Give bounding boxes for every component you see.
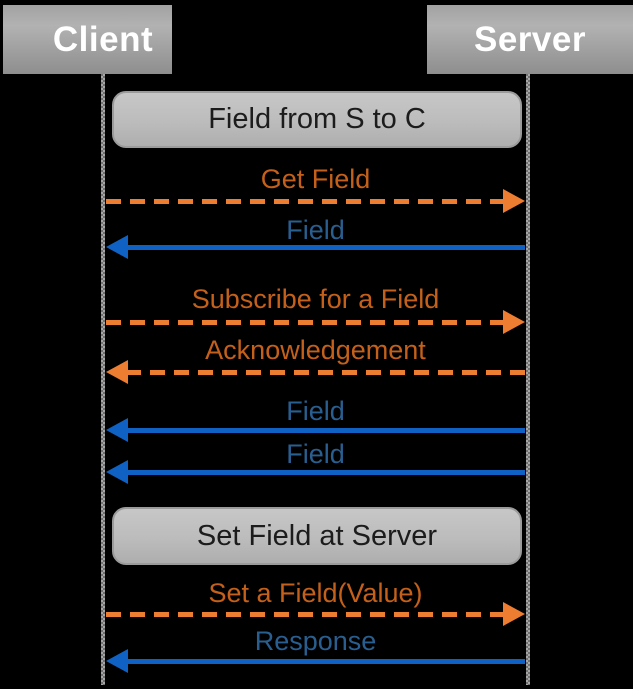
actor-box-server: Server [427,5,633,74]
actor-server-label: Server [474,19,586,59]
note-field-from-s-to-c: Field from S to C [112,91,522,148]
arrowhead-right-icon [503,189,525,213]
message-label-get-field: Get Field [260,164,371,194]
message-label-field-3: Field [286,439,345,469]
message-label-field-1: Field [286,215,345,245]
arrow-subscribe [106,310,525,334]
message-label-response: Response [254,626,377,656]
client-lifeline [101,74,105,685]
arrow-line [106,320,507,325]
arrow-line [124,659,525,664]
arrowhead-left-icon [106,649,128,673]
message-label-set-a-field: Set a Field(Value) [208,578,423,608]
arrow-set-a-field [106,602,525,626]
arrowhead-left-icon [106,460,128,484]
arrow-line [124,370,525,375]
arrow-response [106,649,525,673]
actor-client-label: Client [52,19,154,59]
arrow-get-field [106,189,525,213]
arrow-line [124,245,525,250]
arrow-line [124,470,525,475]
arrow-field-1 [106,235,525,259]
message-label-acknowledgement: Acknowledgement [205,335,426,365]
message-label-subscribe: Subscribe for a Field [191,284,440,314]
note-text: Set Field at Server [196,519,438,552]
message-label-field-2: Field [286,396,345,426]
arrowhead-right-icon [503,602,525,626]
arrow-acknowledgement [106,360,525,384]
arrowhead-right-icon [503,310,525,334]
arrow-field-3 [106,460,525,484]
note-text: Field from S to C [208,103,426,135]
arrowhead-left-icon [106,360,128,384]
arrowhead-left-icon [106,235,128,259]
arrowhead-left-icon [106,418,128,442]
arrow-line [106,612,507,617]
note-set-field-at-server: Set Field at Server [112,507,522,565]
arrow-line [124,428,525,433]
actor-box-client: Client [3,5,172,74]
arrow-line [106,199,507,204]
server-lifeline [526,74,530,685]
arrow-field-2 [106,418,525,442]
